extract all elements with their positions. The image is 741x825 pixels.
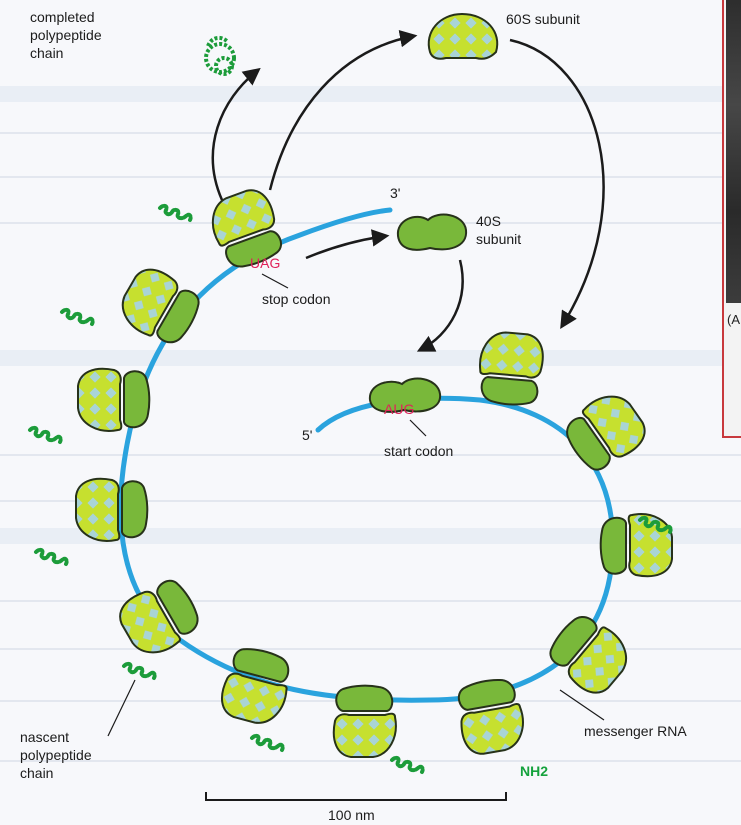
ribosome-icon [76,479,147,541]
mrna-leader [560,690,604,720]
three-prime-label: 3' [390,185,400,201]
nh2-label: NH2 [520,763,548,779]
nascent-leader [108,680,135,736]
start-codon-leader [410,420,426,436]
stop-codon-leader [262,274,288,288]
recycle-60s-arrow [510,40,604,326]
recycle-40s-arrow [420,260,463,350]
ribosome-icon [601,514,672,576]
subunit-60s-icon [429,14,498,59]
completed-chain-label-2: polypeptide [30,27,102,43]
nascent-chain-label-2: polypeptide [20,747,92,763]
completed-chain-icon [206,38,234,74]
subunit-40s-label-1: 40S [476,213,501,229]
nascent-chain-label-3: chain [20,765,53,781]
nascent-chain-label-1: nascent [20,729,69,745]
subunit-40s-label-2: subunit [476,231,521,247]
completed-chain-label-3: chain [30,45,63,61]
ribosome-icon [113,262,206,351]
release-chain-arrow [213,70,258,200]
stop-codon-label: stop codon [262,291,331,307]
polypeptide-chain-icon [252,736,283,750]
start-codon-sequence: AUG [384,401,414,417]
ribosome-icon [542,608,637,701]
polypeptide-chain-icon [160,206,191,220]
polypeptide-chain-icon [124,664,155,678]
polypeptide-chain-icon [392,758,423,772]
release-60s-arrow [270,36,414,190]
ribosome-icon [217,644,295,729]
completed-chain-label-1: completed [30,9,95,25]
polypeptide-chain-icon [30,428,61,442]
ribosome-icon [334,686,396,757]
subunit-40s-icon [398,215,466,250]
five-prime-label: 5' [302,427,312,443]
polypeptide-chain-icon [36,550,67,564]
ribosome-icon [558,386,652,478]
stop-codon-sequence: UAG [250,255,280,271]
mrna-label: messenger RNA [584,723,687,739]
ribosome-icon [477,330,545,406]
release-40s-arrow [306,236,386,258]
scale-bar [206,792,506,800]
polypeptide-chain-icon [62,310,93,324]
start-codon-label: start codon [384,443,453,459]
subunit-60s-label: 60S subunit [506,11,580,27]
ribosome-icon [78,369,149,431]
scale-bar-label: 100 nm [328,807,375,823]
